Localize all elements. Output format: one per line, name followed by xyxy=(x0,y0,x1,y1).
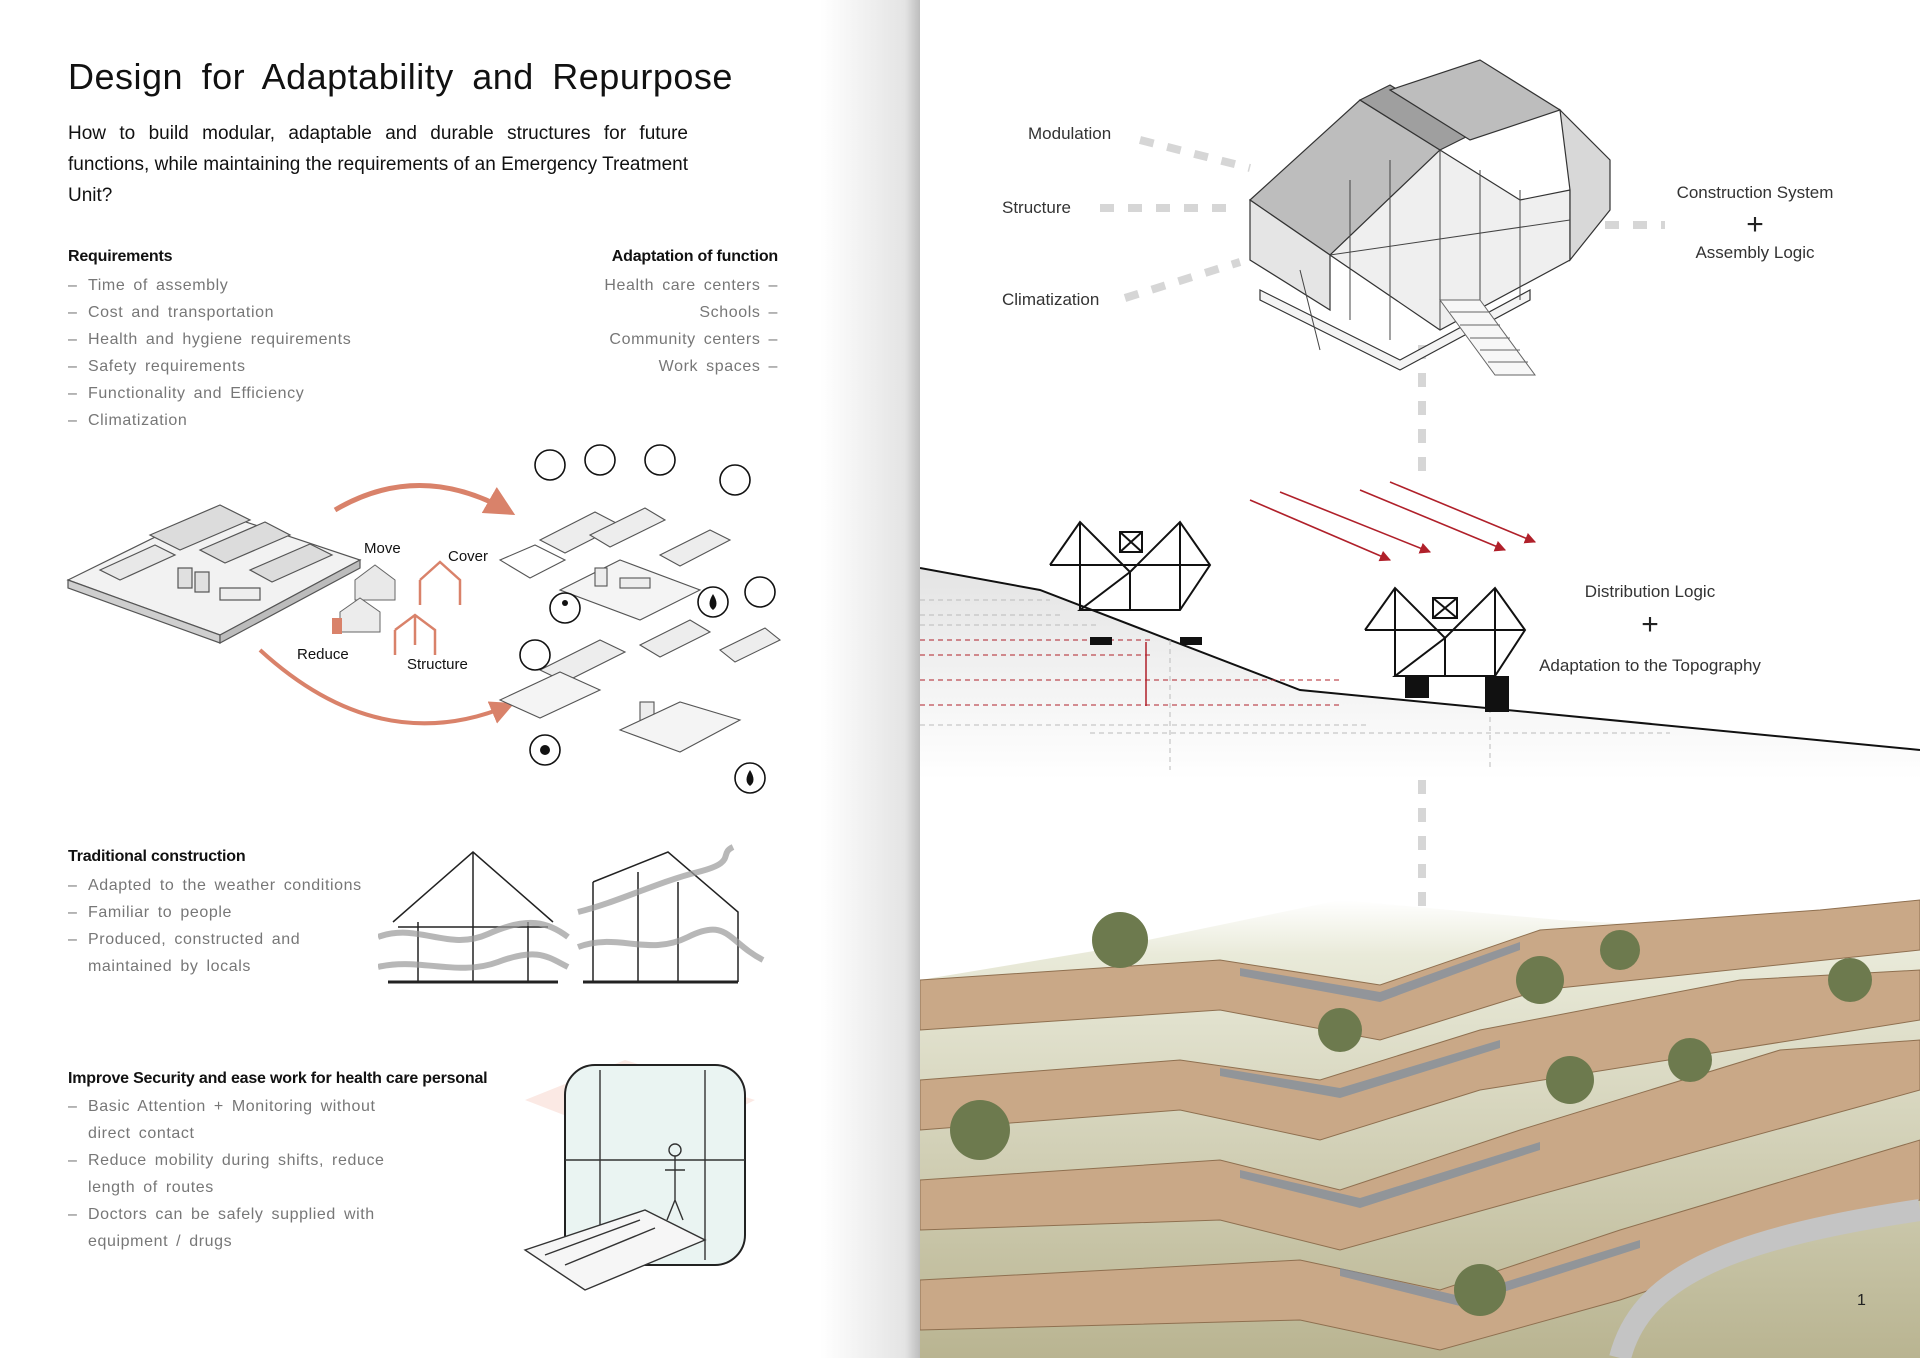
topography-section-diagram xyxy=(920,481,1920,780)
list-item: Community centers xyxy=(518,326,778,353)
frame-structure-icon xyxy=(393,560,462,655)
page-number: 1 xyxy=(1857,1292,1866,1309)
traditional-sections-sketch xyxy=(378,844,765,984)
list-item: Familiar to people xyxy=(68,899,378,926)
intro-question: How to build modular, adaptable and dura… xyxy=(68,123,688,206)
house-move-icon xyxy=(354,564,396,601)
traditional-list: Adapted to the weather conditions Famili… xyxy=(68,872,378,980)
repurposed-layout-top xyxy=(498,507,732,621)
security-list: Basic Attention + Monitoring without dir… xyxy=(68,1093,398,1255)
adaptation-heading: Adaptation of function xyxy=(611,248,778,265)
classroom-icon xyxy=(534,449,566,481)
baby-icon xyxy=(549,592,581,624)
list-item: Climatization xyxy=(68,407,448,434)
reduce-label: Reduce xyxy=(297,646,349,663)
list-item: Reduce mobility during shifts, reduce le… xyxy=(68,1147,398,1201)
list-item: Basic Attention + Monitoring without dir… xyxy=(68,1093,398,1147)
construction-system-label: Construction System xyxy=(1676,183,1834,202)
list-item: Adapted to the weather conditions xyxy=(68,872,378,899)
structure-label: Structure xyxy=(1002,198,1071,217)
repurposed-layout-bottom xyxy=(498,619,782,753)
climatization-label: Climatization xyxy=(1002,290,1100,309)
modulation-label: Modulation xyxy=(1028,124,1112,143)
list-item: Functionality and Efficiency xyxy=(68,380,448,407)
syringe-icon xyxy=(744,576,776,608)
traditional-heading: Traditional construction xyxy=(68,848,246,865)
plus-sign: + xyxy=(1746,208,1764,241)
aerial-site-render xyxy=(920,899,1920,1358)
list-item: Health and hygiene requirements xyxy=(68,326,448,353)
requirements-heading: Requirements xyxy=(68,248,173,265)
page-gutter-shadow xyxy=(820,0,920,1358)
topography-label: Adaptation to the Topography xyxy=(1539,656,1761,675)
playground-icon xyxy=(584,444,616,476)
right-page: Modulation Structure Climatization Const… xyxy=(920,0,1920,1358)
security-heading: Improve Security and ease work for healt… xyxy=(68,1070,488,1087)
distribution-logic-label: Distribution Logic xyxy=(1584,582,1716,601)
page-title: Design for Adaptability and Repurpose xyxy=(68,56,733,97)
list-item: Safety requirements xyxy=(68,353,448,380)
cover-label: Cover xyxy=(448,548,489,565)
requirements-list: Time of assembly Cost and transportation… xyxy=(68,272,448,434)
list-item: Health care centers xyxy=(518,272,778,299)
adaptation-list: Health care centers Schools Community ce… xyxy=(518,272,778,380)
stethoscope-icon xyxy=(519,639,551,671)
camp-layout-illustration xyxy=(66,504,362,645)
move-label: Move xyxy=(364,540,401,557)
move-arrow-top xyxy=(333,483,516,515)
list-item: Time of assembly xyxy=(68,272,448,299)
link-dashes xyxy=(1418,780,1426,920)
repurpose-diagram xyxy=(66,444,782,794)
structure-label: Structure xyxy=(407,656,468,673)
list-item: Work spaces xyxy=(518,353,778,380)
assembly-logic-label: Assembly Logic xyxy=(1695,243,1815,262)
restroom-icon xyxy=(644,444,676,476)
list-item: Cost and transportation xyxy=(68,299,448,326)
list-item: Doctors can be safely supplied with equi… xyxy=(68,1201,398,1255)
isolation-unit-sketch xyxy=(523,1060,755,1291)
left-page: Design for Adaptability and Repurpose Ho… xyxy=(0,0,920,1358)
teaching-icon xyxy=(719,464,751,496)
axonometric-unit-diagram xyxy=(1100,59,1665,480)
reduce-icon xyxy=(332,597,381,634)
plus-sign: + xyxy=(1641,608,1659,641)
list-item: Schools xyxy=(518,299,778,326)
list-item: Produced, constructed and maintained by … xyxy=(68,926,378,980)
move-arrow-bottom xyxy=(258,648,515,726)
